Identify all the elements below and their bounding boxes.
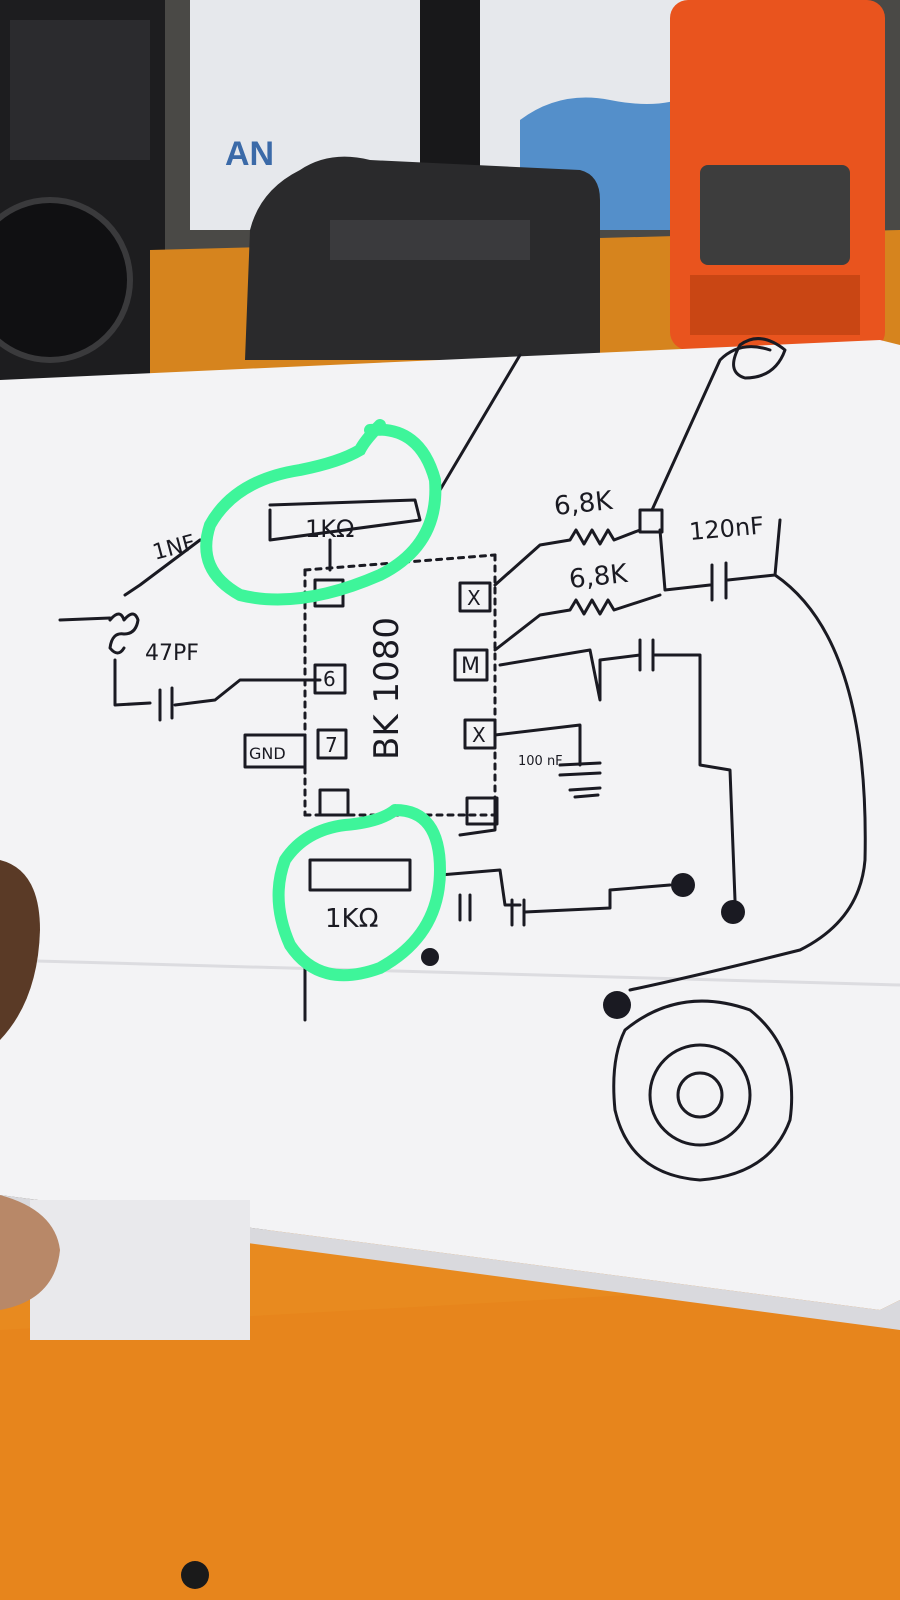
finger-bottom (0, 1195, 60, 1310)
desk-lower-shade (0, 1280, 900, 1600)
pin-7-label: 7 (325, 733, 338, 757)
solder-dot-1 (671, 873, 695, 897)
resistor-6k8-1-label: 6,8K (553, 486, 615, 522)
pin-6-label: 6 (323, 667, 336, 691)
ground-100nf (568, 786, 602, 799)
speaker-middle (648, 1043, 752, 1147)
inductor-to-cap (113, 658, 152, 707)
inductor-coil (108, 612, 140, 655)
top-right-connector (732, 337, 787, 380)
cap-100nf-label: 100 nF (518, 754, 563, 769)
solder-dots (421, 873, 745, 1019)
paper-sheet (0, 340, 900, 1310)
finger-top (0, 860, 40, 1040)
wire-47pf (173, 678, 322, 707)
wire-cap-right (498, 648, 642, 702)
solder-dot-2 (721, 900, 745, 924)
top-resistor-label: 1KΩ (305, 515, 354, 543)
poster-logo: AN (225, 135, 274, 173)
solder-dot-4 (603, 991, 631, 1019)
gnd-label: GND (249, 744, 286, 763)
cap-47pf (158, 686, 174, 722)
cap-right (638, 638, 655, 672)
pin-x2-label: X (472, 723, 486, 747)
speaker-inner (676, 1071, 724, 1119)
highlight-circle-top (200, 419, 442, 606)
gnd-box (243, 733, 307, 769)
radio-right-display (700, 165, 850, 265)
highlight-circle-bottom (272, 804, 447, 982)
wire-speaker (628, 573, 867, 992)
bottom-resistor-label: 1KΩ (325, 904, 378, 934)
top-resistor-body (268, 498, 422, 542)
cap-100nf (558, 761, 602, 777)
chip-label: BK 1080 (367, 617, 407, 760)
inductor-lead (58, 616, 112, 622)
cap-47pf-label: 47PF (145, 641, 199, 666)
wire-to-jack (523, 883, 672, 914)
solder-dot-3 (421, 948, 439, 966)
wire-120nf (658, 528, 712, 592)
paper-fold (0, 958, 900, 987)
wire-pin-bottom (458, 798, 497, 837)
chip-outline-top (303, 553, 497, 572)
wire-cap-right-out (653, 653, 737, 902)
speaker-outer (612, 999, 794, 1182)
cap-120nf-label: 120nF (688, 512, 765, 546)
desk-debris (181, 1561, 209, 1589)
pin-x1-label: X (467, 586, 481, 610)
mic-stand (420, 0, 480, 190)
chip-pin-right-m (453, 648, 489, 682)
resistor-6k8-2-label: 6,8K (568, 559, 630, 595)
pin-m-label: M (461, 654, 480, 679)
radio-left-panel (10, 20, 150, 160)
wire-100nf (493, 723, 582, 767)
wire-antenna (438, 353, 522, 492)
chip-pin-left-7 (316, 728, 348, 760)
radio-left-knob (0, 197, 133, 363)
wire-1nf (123, 538, 202, 597)
chip-pin-right-x1 (458, 581, 492, 613)
chip-pin-left-8 (318, 788, 350, 817)
base-unit-panel (330, 220, 530, 260)
bottom-resistor-body (308, 858, 412, 892)
schematic-drawing (58, 337, 867, 1182)
cap-bottom-1 (458, 893, 472, 922)
resistor-6k8-2 (493, 593, 662, 652)
paper-underlay (30, 1200, 250, 1340)
cap-120nf (710, 561, 728, 602)
resistor-6k8-1 (493, 528, 642, 587)
chip-pin-right-bottom (465, 796, 499, 826)
radio-right-keypad (690, 275, 860, 335)
